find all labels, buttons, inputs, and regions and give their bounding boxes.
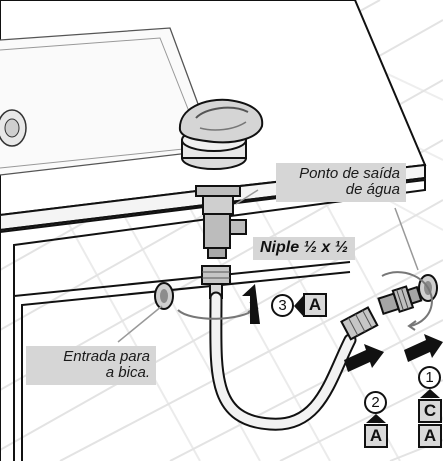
wall-outlet-left — [154, 282, 174, 310]
callout-nipple: Niple ½ x ½ — [253, 237, 356, 260]
step-1-letter-box-top: C — [418, 399, 442, 423]
rotation-arrow-nipple — [381, 271, 434, 331]
step-1-number: 1 — [418, 366, 441, 389]
step-1-letter-box-bottom: A — [418, 424, 442, 448]
flexible-hose — [209, 291, 357, 431]
callout-inlet: Entrada para a bica. — [26, 346, 156, 385]
callout-water-outlet: Ponto de saída de água — [276, 163, 406, 202]
leader-lines — [117, 189, 419, 343]
step-2-letter-box: A — [364, 424, 388, 448]
step-2-pointer — [366, 414, 386, 423]
step-3-letter-box: A — [303, 293, 327, 317]
nipple-fitting — [340, 285, 423, 341]
direction-arrow-step2 — [344, 344, 384, 372]
step-3-number: 3 — [271, 294, 294, 317]
step-2-number: 2 — [364, 391, 387, 414]
direction-arrow-up — [242, 284, 260, 324]
step-3-pointer — [294, 296, 303, 316]
direction-arrow-step1 — [404, 334, 443, 362]
faucet-valve — [178, 98, 264, 259]
step-1-pointer — [420, 389, 440, 398]
